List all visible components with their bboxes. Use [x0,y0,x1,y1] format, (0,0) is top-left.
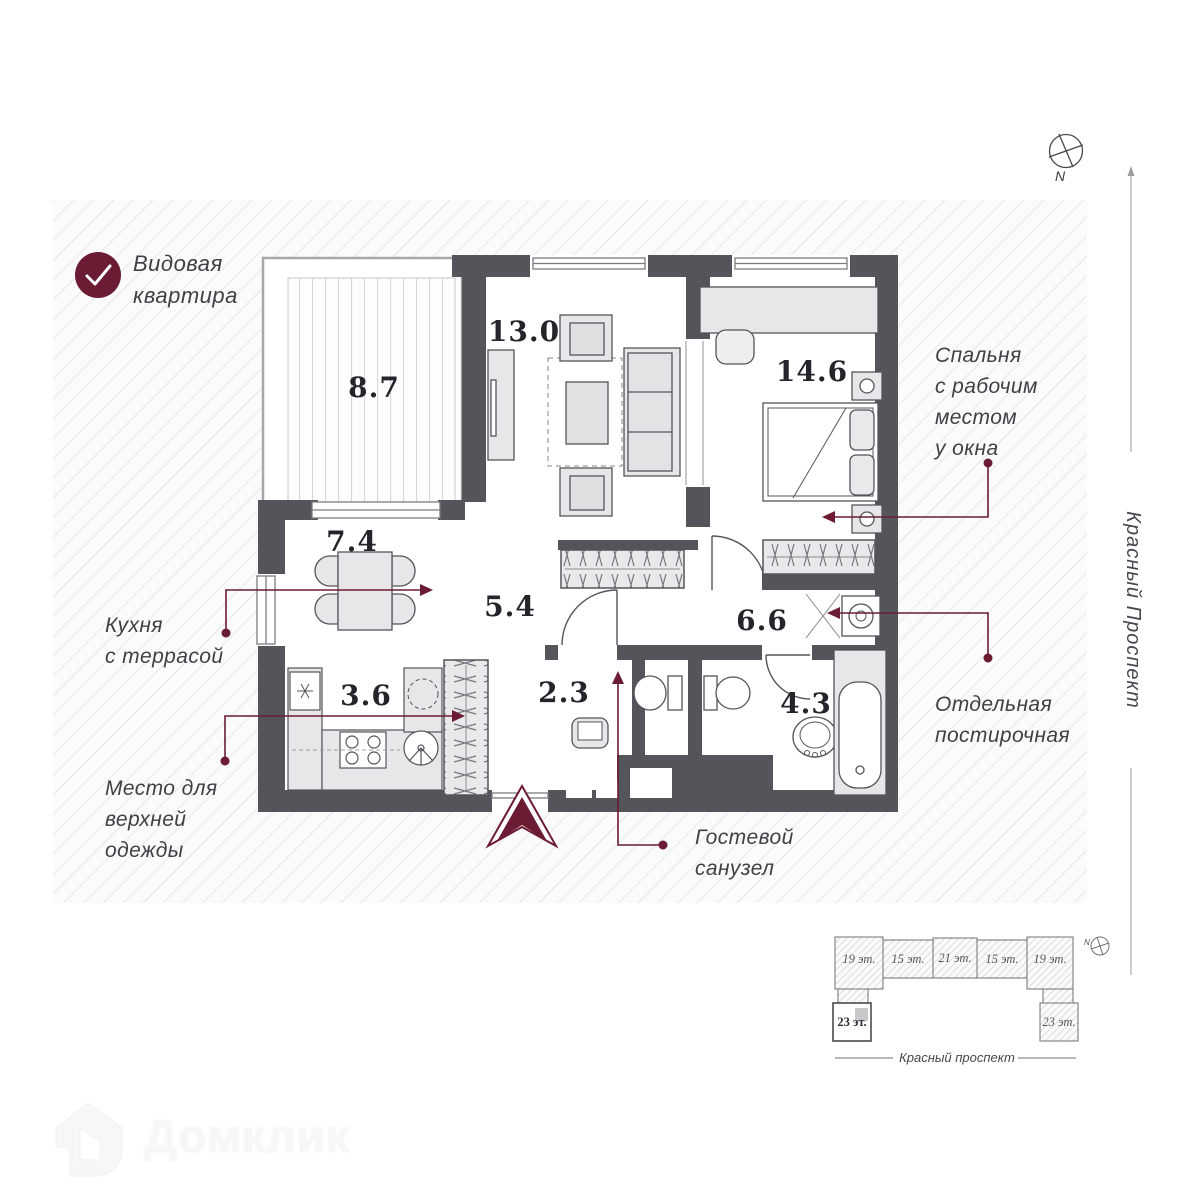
living-room-furniture [487,314,681,517]
callout-bedroom-line-3: местом [935,406,1018,429]
room-area-corridor: 6.6 [736,604,788,637]
view-apartment-badge-label: Видовая квартира [133,248,238,312]
callout-kitchen: Кухня с террасой [105,610,223,672]
kitchen-furniture [287,667,443,791]
view-apartment-badge-icon [75,252,121,298]
callout-bedroom-line-1: Спальня [935,344,1022,367]
watermark-brand: Домклик [144,1110,350,1162]
callout-leaders [224,463,989,846]
compass-icon [1048,133,1084,169]
callout-bedroom: Спальня с рабочим местом у окна [935,340,1038,464]
room-area-hall: 5.4 [484,590,536,623]
callout-guest-wc-line-1: Гостевой [695,826,794,849]
compass-n-label: N [1055,168,1066,184]
mini-block-3-label: 21 эт. [938,951,972,965]
callout-kitchen-line-2: с террасой [105,645,224,668]
callout-bedroom-line-2: с рабочим [935,375,1038,398]
mini-block-2-label: 15 эт. [891,952,925,966]
hall-wardrobe [560,549,685,589]
room-area-hallway: 2.3 [538,676,590,709]
bathroom-fixtures [571,593,887,796]
mini-block-6-label: 23 эт. [837,1015,867,1029]
mini-block-4-label: 15 эт. [985,952,1019,966]
callout-dots [220,458,993,850]
watermark-house-icon [55,1102,123,1177]
callout-bedroom-line-4: у окна [935,437,999,460]
room-area-terrace: 8.7 [348,371,400,404]
street-name-right: Красный Проспект [1122,511,1144,709]
room-area-living: 13.0 [487,315,561,348]
callout-kitchen-line-1: Кухня [105,614,163,637]
mini-block-5-label: 19 эт. [1033,952,1067,966]
street-line-right [1127,166,1135,975]
watermark: Домклик [40,1096,380,1176]
callout-guest-wc-line-2: санузел [695,857,775,880]
bedroom-furniture [699,286,883,575]
dining-furniture [314,551,416,631]
room-area-dining: 7.4 [326,525,378,558]
doors [561,341,811,700]
windows [256,257,848,799]
badge-line-2: квартира [133,283,238,308]
callout-laundry-line-1: Отдельная [935,693,1053,716]
callout-laundry: Отдельная постирочная [935,689,1070,751]
mini-block-7-label: 23 эт. [1042,1015,1076,1029]
entrance-arrow [485,783,559,849]
coat-closet [443,659,489,796]
mini-block-1-label: 19 эт. [842,952,876,966]
callout-coat-line-2: верхней [105,808,187,831]
callout-laundry-line-2: постирочная [935,724,1071,747]
mini-site-plan [832,936,1110,1059]
room-area-bathroom: 4.3 [780,687,832,720]
room-area-bedroom: 14.6 [775,355,849,388]
callout-coat-line-1: Место для [105,777,218,800]
mini-street-label: Красный проспект [899,1050,1015,1065]
room-area-kitchen: 3.6 [340,679,392,712]
callout-coat-line-3: одежды [105,839,184,862]
callout-guest-wc: Гостевой санузел [695,822,794,884]
mini-compass-n-label: N [1084,938,1090,947]
callout-coat: Место для верхней одежды [105,773,217,866]
badge-line-1: Видовая [133,251,223,276]
